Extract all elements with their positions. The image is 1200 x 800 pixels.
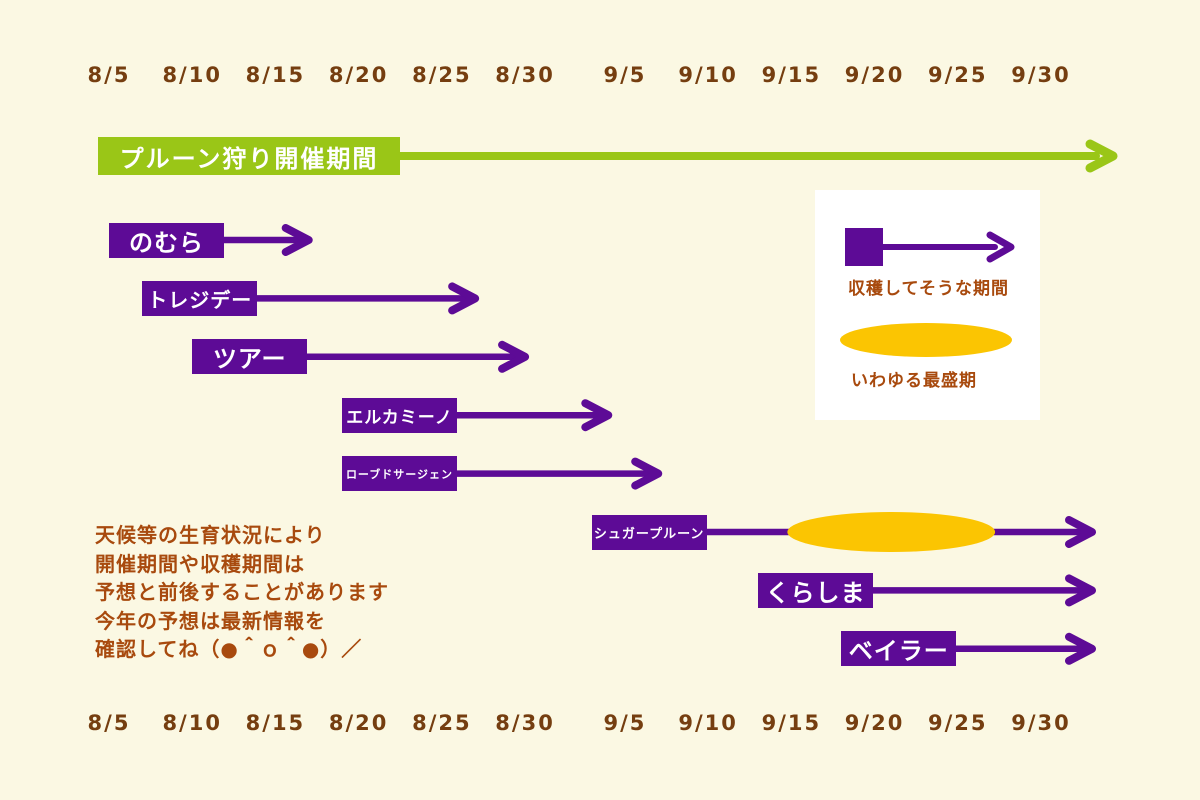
- axis-tick-label: 8/30: [495, 711, 555, 735]
- variety-chip: ベイラー: [841, 631, 957, 667]
- axis-tick-label: 8/10: [162, 63, 222, 87]
- note-line-2: 開催期間や収穫期間は: [95, 551, 305, 576]
- disclaimer-note: 天候等の生育状況により 開催期間や収穫期間は 予想と前後することがあります 今年…: [95, 521, 389, 664]
- axis-tick-label: 9/10: [678, 711, 738, 735]
- axis-tick-label: 9/15: [761, 63, 822, 87]
- variety-chip: のむら: [109, 222, 224, 258]
- axis-tick-label: 9/30: [1011, 711, 1071, 735]
- harvest-period-arrowhead: [1065, 516, 1096, 548]
- axis-tick-label: 8/5: [87, 63, 131, 87]
- variety-chip: エルカミーノ: [342, 397, 457, 433]
- note-line-5: 確認してね（●＾ｏ＾●）／: [95, 637, 363, 662]
- axis-tick-label: 9/25: [928, 711, 988, 735]
- legend-box: 収穫してそうな期間 いわゆる最盛期: [815, 190, 1040, 420]
- axis-tick-label: 8/15: [245, 63, 306, 87]
- axis-tick-label: 8/25: [412, 63, 472, 87]
- harvest-period-arrowhead: [281, 224, 313, 256]
- axis-tick-label: 9/20: [844, 63, 905, 87]
- legend-yellow-ellipse-swatch: [840, 323, 1012, 357]
- axis-tick-label: 8/20: [328, 711, 389, 735]
- note-line-1: 天候等の生育状況により: [95, 523, 326, 547]
- event-period-chip: プルーン狩り開催期間: [98, 137, 400, 175]
- legend-arrow-icon: [880, 231, 1015, 263]
- variety-chip: ローブドサージェン: [342, 456, 457, 492]
- axis-tick-label: 8/25: [412, 711, 472, 735]
- axis-tick-label: 8/30: [495, 63, 555, 87]
- axis-tick-label: 8/5: [87, 711, 131, 735]
- harvest-period-arrowhead: [631, 457, 663, 490]
- harvest-period-arrowhead: [1065, 574, 1096, 607]
- axis-tick-label: 8/20: [328, 63, 389, 87]
- axis-tick-label: 9/5: [603, 63, 647, 87]
- axis-tick-label: 9/30: [1011, 63, 1071, 87]
- note-line-4: 今年の予想は最新情報を: [95, 608, 326, 633]
- axis-tick-label: 9/15: [761, 711, 822, 735]
- variety-chip: シュガープルーン: [591, 514, 707, 550]
- legend-label-peak-season: いわゆる最盛期: [851, 371, 977, 391]
- axis-tick-label: 8/10: [162, 711, 222, 735]
- peak-season-ellipse: [787, 512, 996, 552]
- axis-tick-label: 9/10: [678, 63, 738, 87]
- harvest-period-arrowhead: [581, 399, 613, 432]
- harvest-period-arrowhead: [1065, 632, 1096, 665]
- variety-chip: ツアー: [192, 339, 308, 375]
- note-line-3: 予想と前後することがあります: [95, 580, 389, 605]
- variety-chip: くらしま: [758, 572, 874, 608]
- axis-tick-label: 9/20: [844, 711, 905, 735]
- event-period-arrowhead: [1085, 139, 1118, 173]
- legend-label-harvest-period: 収穫してそうな期間: [848, 279, 1009, 299]
- axis-tick-label: 9/25: [928, 63, 988, 87]
- axis-tick-label: 9/5: [603, 711, 647, 735]
- axis-tick-label: 8/15: [245, 711, 306, 735]
- harvest-period-arrowhead: [498, 340, 530, 373]
- legend-purple-square-swatch: [845, 228, 883, 266]
- variety-chip: トレジデー: [142, 280, 258, 316]
- harvest-period-arrowhead: [448, 282, 480, 315]
